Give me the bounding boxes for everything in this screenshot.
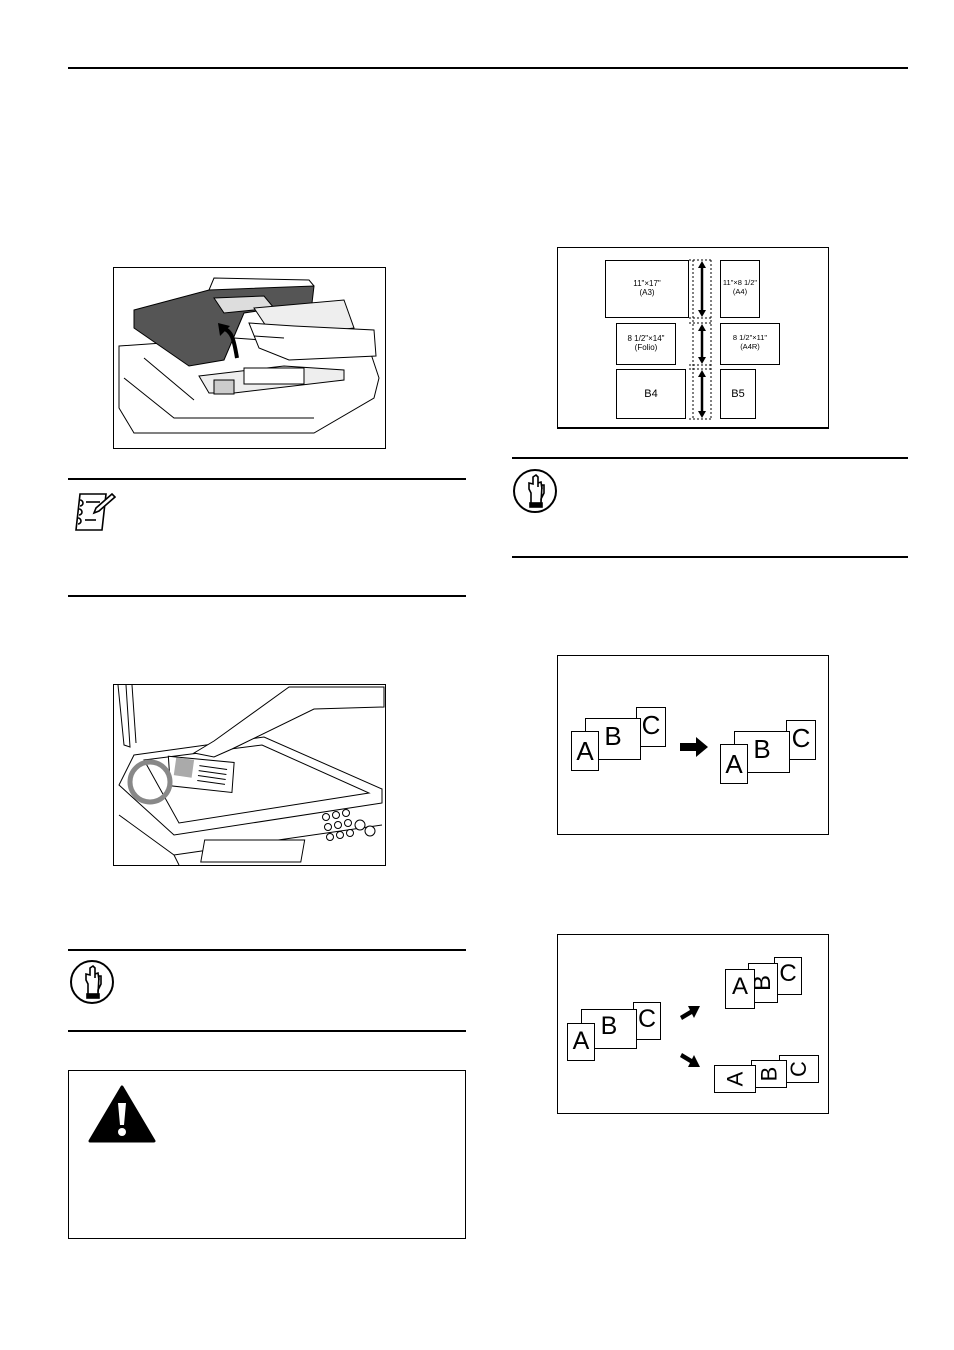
caution-box — [68, 1070, 466, 1239]
orient-source-page-c: C — [633, 1002, 661, 1040]
order-after-label-b: B — [753, 734, 771, 764]
order-after-page-a: A — [720, 744, 748, 784]
orientation-diagram: C B A C B A C B A — [557, 934, 829, 1114]
order-before-page-c: C — [636, 707, 666, 747]
paper-label-a3-size: 11"×17" — [633, 279, 661, 288]
figure-open-document-processor — [113, 267, 386, 449]
copier-adf-illustration — [118, 277, 380, 434]
important-top-rule-right — [512, 457, 908, 459]
note-top-rule — [68, 478, 466, 480]
orient-rotated-page-a: A — [714, 1065, 756, 1093]
order-after-label-c: C — [791, 723, 811, 753]
arrow-up-right-icon — [680, 1006, 700, 1020]
paper-box-folio: 8 1/2"×14" (Folio) — [616, 323, 676, 365]
orient-rotated-page-b: B — [751, 1060, 787, 1088]
orient-source-label-a: A — [572, 1027, 590, 1055]
orient-upright-page-c: C — [774, 957, 802, 995]
paper-label-b5: B5 — [731, 388, 745, 400]
paper-label-a3-name: (A3) — [639, 288, 655, 298]
platen-placement-illustration — [117, 685, 385, 865]
notepad-icon — [72, 490, 116, 534]
paper-box-b5: B5 — [720, 369, 756, 419]
note-bottom-rule — [68, 595, 466, 597]
paper-box-b4: B4 — [616, 369, 686, 419]
page-order-diagram: C B A C B A — [557, 655, 829, 835]
orient-source-label-c: C — [637, 1005, 657, 1033]
header-rule — [68, 67, 908, 69]
paper-box-a4r: 8 1/2"×11" (A4R) — [720, 323, 780, 365]
arrow-right-icon — [680, 737, 708, 757]
order-after-page-c: C — [786, 720, 816, 760]
order-before-page-a: A — [571, 731, 599, 771]
orient-rotated-label-b: B — [756, 1066, 781, 1082]
orient-rotated-label-a: A — [722, 1071, 747, 1087]
important-bottom-rule-left — [68, 1030, 466, 1032]
orient-source-label-b: B — [600, 1012, 618, 1040]
paper-label-folio-size: 8 1/2"×14" — [627, 334, 665, 343]
figure-place-original-on-platen — [113, 684, 386, 866]
paper-box-a4: 11"×8 1/2" (A4) — [720, 260, 760, 318]
important-bottom-rule-right — [512, 556, 908, 558]
paper-label-folio-name: (Folio) — [634, 343, 658, 353]
order-before-label-b: B — [604, 721, 622, 751]
order-after-label-a: A — [725, 749, 743, 779]
paper-label-a4-name: (A4) — [732, 286, 748, 296]
orient-source-page-a: A — [567, 1023, 595, 1061]
important-top-rule-left — [68, 949, 466, 951]
orient-upright-page-a: A — [725, 969, 755, 1009]
paper-box-a3: 11"×17" (A3) — [605, 260, 689, 318]
paper-label-a4r-size: 8 1/2"×11" — [732, 333, 768, 342]
warning-triangle-icon — [88, 1085, 156, 1143]
pointing-hand-icon — [68, 958, 116, 1006]
paper-label-b4: B4 — [644, 388, 658, 400]
orient-upright-label-a: A — [731, 973, 748, 1000]
paper-label-a4-size: 11"×8 1/2" — [722, 278, 758, 287]
arrow-down-right-icon — [680, 1053, 700, 1067]
paper-size-diagram: 11"×17" (A3) 11"×8 1/2" (A4) 8 1/2"×14" … — [557, 247, 829, 429]
order-before-label-a: A — [576, 736, 594, 766]
paper-label-a4r-name: (A4R) — [740, 341, 760, 351]
size-match-arrows — [689, 259, 713, 420]
order-before-label-c: C — [641, 710, 661, 740]
pointing-hand-icon-right — [511, 467, 559, 515]
orient-upright-label-c: C — [779, 960, 797, 987]
orient-rotated-label-c: C — [785, 1061, 811, 1077]
